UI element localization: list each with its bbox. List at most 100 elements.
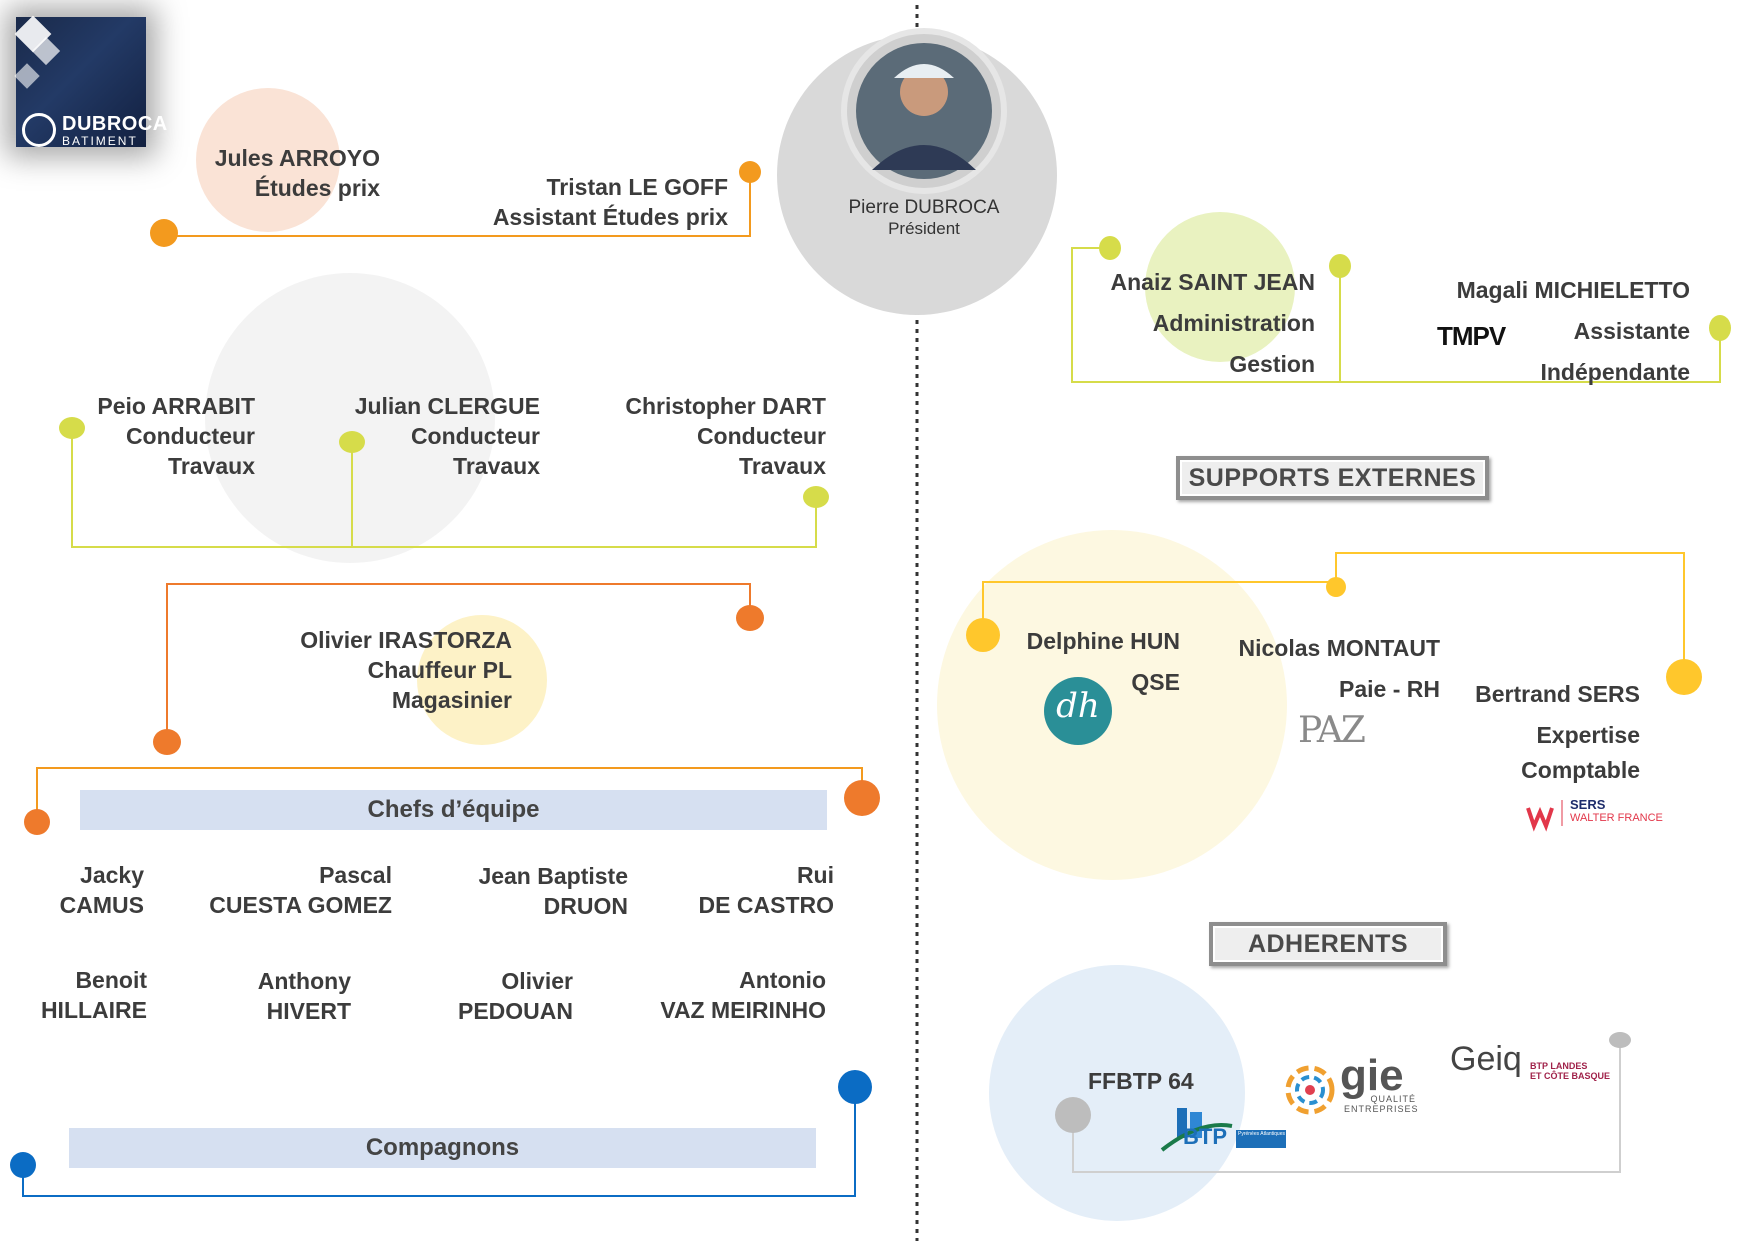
- logo-name: DUBROCA: [62, 113, 168, 135]
- chef-card: Jacky CAMUS: [40, 860, 144, 920]
- geiq-logo: Geiq: [1450, 1040, 1522, 1078]
- chef-first: Anthony: [257, 968, 351, 994]
- chef-last: DE CASTRO: [698, 892, 834, 918]
- geiq-sub1: BTP LANDES: [1530, 1061, 1588, 1071]
- chef-first: Rui: [796, 862, 834, 888]
- conducteur-role: Travaux: [168, 453, 255, 479]
- chef-card: Olivier PEDOUAN: [440, 966, 573, 1026]
- conducteur-name: Julian CLERGUE: [354, 393, 540, 419]
- gie-ring: [1285, 1065, 1335, 1115]
- nicolas-name: Nicolas MONTAUT: [1238, 635, 1440, 661]
- bertrand-role1: Expertise: [1536, 722, 1640, 748]
- bertrand-role2: Comptable: [1521, 757, 1640, 783]
- chefs-band: Chefs d’équipe: [80, 790, 827, 830]
- chef-card: Pascal CUESTA GOMEZ: [200, 860, 392, 920]
- magali-card: Magali MICHIELETTO Assistante Indépendan…: [1420, 270, 1690, 393]
- tristan-name: Tristan LE GOFF: [546, 174, 728, 200]
- nicolas-card: Nicolas MONTAUT Paie - RH: [1220, 628, 1440, 710]
- delphine-name: Delphine HUN: [1026, 628, 1180, 654]
- geiq-sub2: ET CÔTE BASQUE: [1530, 1071, 1611, 1081]
- chef-first: Jean Baptiste: [478, 863, 628, 889]
- btp-logo-sub: Pyrénées Atlantiques: [1236, 1130, 1286, 1148]
- conducteur-card-1: Peio ARRABIT Conducteur Travaux: [80, 391, 255, 481]
- nicolas-role: Paie - RH: [1339, 676, 1440, 702]
- geiq-logo-sub: BTP LANDES ET CÔTE BASQUE: [1530, 1061, 1610, 1081]
- olivier-bubble: [417, 615, 547, 745]
- conducteur-role: Travaux: [739, 453, 826, 479]
- conducteur-name: Christopher DART: [625, 393, 826, 419]
- chef-last: HILLAIRE: [40, 997, 147, 1023]
- adherents-bubble: [989, 965, 1245, 1221]
- bertrand-card: Bertrand SERS Expertise Comptable: [1470, 674, 1640, 784]
- olivier-role1: Chauffeur PL: [367, 657, 512, 683]
- gie-logo: gie: [1340, 1051, 1404, 1100]
- chef-card: Jean Baptiste DRUON: [460, 861, 628, 921]
- anaiz-role1: Administration: [1152, 310, 1315, 336]
- jules-card: Jules ARROYO Études prix: [170, 143, 380, 203]
- conducteur-role: Conducteur: [410, 423, 540, 449]
- conducteur-card-2: Julian CLERGUE Conducteur Travaux: [340, 391, 540, 481]
- olivier-role2: Magasinier: [391, 687, 512, 713]
- chef-last: DRUON: [543, 893, 628, 919]
- compagnons-band: Compagnons: [69, 1128, 816, 1168]
- chef-last: HIVERT: [266, 998, 351, 1024]
- chef-last: VAZ MEIRINHO: [660, 997, 826, 1023]
- magali-role2: Indépendante: [1540, 359, 1690, 385]
- jules-role: Études prix: [254, 175, 380, 201]
- tristan-card: Tristan LE GOFF Assistant Études prix: [440, 172, 728, 232]
- company-logo: DUBROCA BATIMENT: [14, 15, 167, 148]
- ffbtp-name: FFBTP 64: [1088, 1068, 1194, 1094]
- logo-sub: BATIMENT: [62, 134, 138, 148]
- conducteur-card-3: Christopher DART Conducteur Travaux: [590, 391, 826, 481]
- chef-first: Benoit: [75, 967, 147, 993]
- president-name: Pierre DUBROCA: [848, 197, 1000, 218]
- jules-name: Jules ARROYO: [214, 145, 380, 171]
- chef-card: Rui DE CASTRO: [690, 860, 834, 920]
- sers-logo: SERS WALTER FRANCE: [1570, 797, 1663, 824]
- sers-logo-text: SERS: [1570, 797, 1606, 812]
- magali-role1: Assistante: [1573, 318, 1690, 344]
- dh-logo: dh: [1056, 686, 1100, 726]
- btp-logo: BTP: [1183, 1124, 1227, 1149]
- supports-header: SUPPORTS EXTERNES: [1176, 456, 1489, 500]
- president-block: Pierre DUBROCA Président: [807, 197, 1041, 239]
- chef-last: CUESTA GOMEZ: [209, 892, 392, 918]
- paz-logo: PAZ: [1298, 710, 1366, 751]
- olivier-name: Olivier IRASTORZA: [300, 627, 512, 653]
- chef-first: Antonio: [739, 967, 826, 993]
- bertrand-name: Bertrand SERS: [1475, 681, 1640, 707]
- gie-logo-sub: QUALITÉ ENTREPRISES: [1344, 1094, 1419, 1114]
- delphine-role: QSE: [1131, 669, 1180, 695]
- delphine-card: Delphine HUN QSE: [1000, 621, 1180, 703]
- walter-logo-text: WALTER FRANCE: [1570, 812, 1663, 824]
- chef-last: PEDOUAN: [457, 998, 573, 1024]
- conducteur-role: Conducteur: [125, 423, 255, 449]
- president-title: Président: [888, 219, 960, 238]
- olivier-card: Olivier IRASTORZA Chauffeur PL Magasinie…: [280, 625, 512, 715]
- jules-bubble: [196, 88, 340, 232]
- chef-first: Jacky: [80, 862, 144, 888]
- gie-sub2: ENTREPRISES: [1344, 1104, 1419, 1114]
- tmpv-logo: TMPV: [1437, 321, 1506, 351]
- chef-last: CAMUS: [59, 892, 144, 918]
- anaiz-name: Anaiz SAINT JEAN: [1110, 269, 1315, 295]
- anaiz-bubble: [1145, 212, 1295, 362]
- tristan-role: Assistant Études prix: [492, 204, 728, 230]
- conducteurs-bubble: [205, 273, 495, 563]
- conducteur-role: Travaux: [453, 453, 540, 479]
- anaiz-role2: Gestion: [1229, 351, 1315, 377]
- chef-first: Pascal: [319, 862, 392, 888]
- btp-building: [1160, 1108, 1233, 1152]
- chef-card: Antonio VAZ MEIRINHO: [640, 965, 826, 1025]
- chef-first: Olivier: [501, 968, 573, 994]
- adherents-header: ADHERENTS: [1209, 922, 1447, 966]
- chef-card: Anthony HIVERT: [240, 966, 351, 1026]
- chef-card: Benoit HILLAIRE: [40, 965, 147, 1025]
- gie-sub1: QUALITÉ: [1370, 1094, 1416, 1104]
- anaiz-card: Anaiz SAINT JEAN Administration Gestion: [1090, 262, 1315, 385]
- logo-mark-icon: [22, 113, 56, 147]
- conducteur-name: Peio ARRABIT: [97, 393, 255, 419]
- magali-name: Magali MICHIELETTO: [1456, 277, 1690, 303]
- supports-bubble: [937, 530, 1287, 880]
